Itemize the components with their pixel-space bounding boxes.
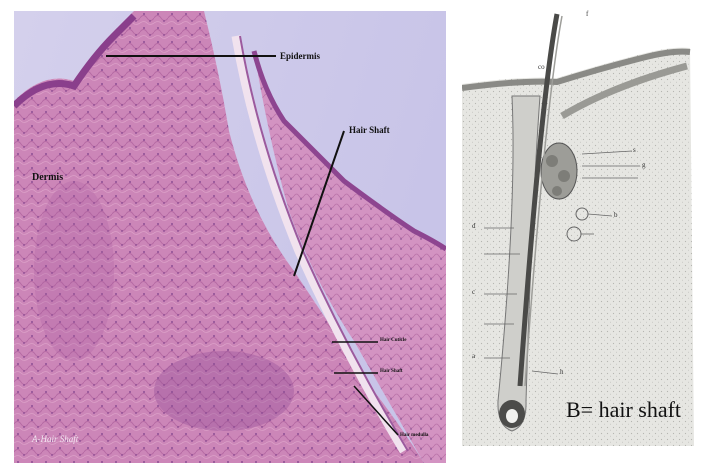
label-epidermis: Epidermis xyxy=(280,52,320,61)
diagram-tag-a: a xyxy=(472,352,475,360)
diagram-tag-h: h xyxy=(560,368,564,376)
diagram-tag-c: c xyxy=(472,288,475,296)
hair-follicle-diagram: co f s g b d c a h xyxy=(462,6,698,446)
caption-b-hair-shaft: B= hair shaft xyxy=(566,397,681,423)
diagram-tag-g: g xyxy=(642,161,646,169)
diagram-tag-co: co xyxy=(538,63,545,71)
label-hair-shaft: Hair Shaft xyxy=(349,126,390,135)
histology-tissue xyxy=(14,11,446,463)
follicle-drawing xyxy=(462,6,698,446)
label-a-hair-shaft: A-Hair Shaft xyxy=(32,435,78,444)
label-hair-medulla: Hair medulla xyxy=(400,433,428,438)
diagram-tag-s: s xyxy=(633,146,636,154)
label-dermis: Dermis xyxy=(32,173,63,183)
diagram-tag-b: b xyxy=(614,211,618,219)
histology-image: Epidermis Hair Shaft Dermis A-Hair Shaft… xyxy=(14,11,446,463)
diagram-tag-f: f xyxy=(586,10,588,18)
diagram-tag-d: d xyxy=(472,222,476,230)
label-hair-cuticle: Hair Cuticle xyxy=(380,338,406,343)
label-hair-shaft-small: Hair Shaft xyxy=(380,369,403,374)
